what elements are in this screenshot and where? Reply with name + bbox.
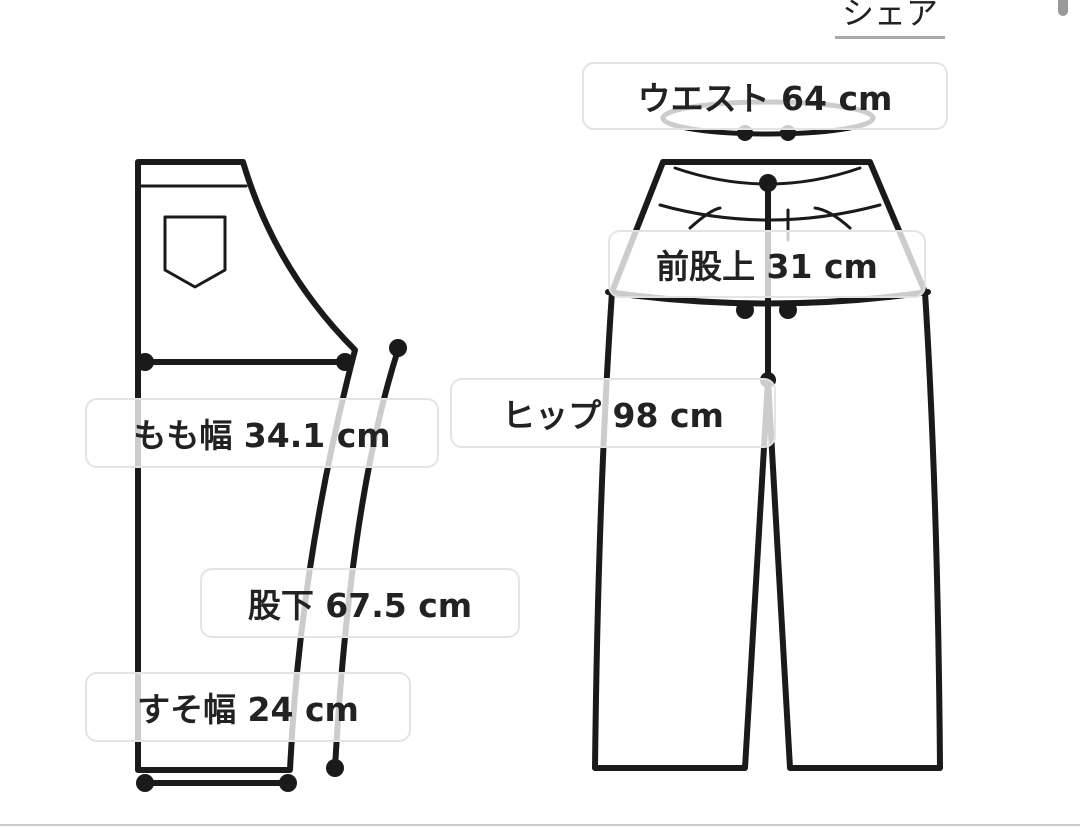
share-link[interactable]: シェア (835, 0, 945, 39)
scrollbar[interactable] (1058, 0, 1068, 16)
inseam-label: 股下 67.5 cm (200, 568, 520, 638)
waist-label: ウエスト 64 cm (582, 62, 948, 130)
hem-label: すそ幅 24 cm (85, 672, 411, 742)
pocket-shape (163, 215, 227, 289)
thigh-label: もも幅 34.1 cm (85, 398, 439, 468)
front-rise-label: 前股上 31 cm (608, 230, 926, 298)
divider (0, 824, 1080, 826)
hip-label: ヒップ 98 cm (450, 378, 776, 448)
